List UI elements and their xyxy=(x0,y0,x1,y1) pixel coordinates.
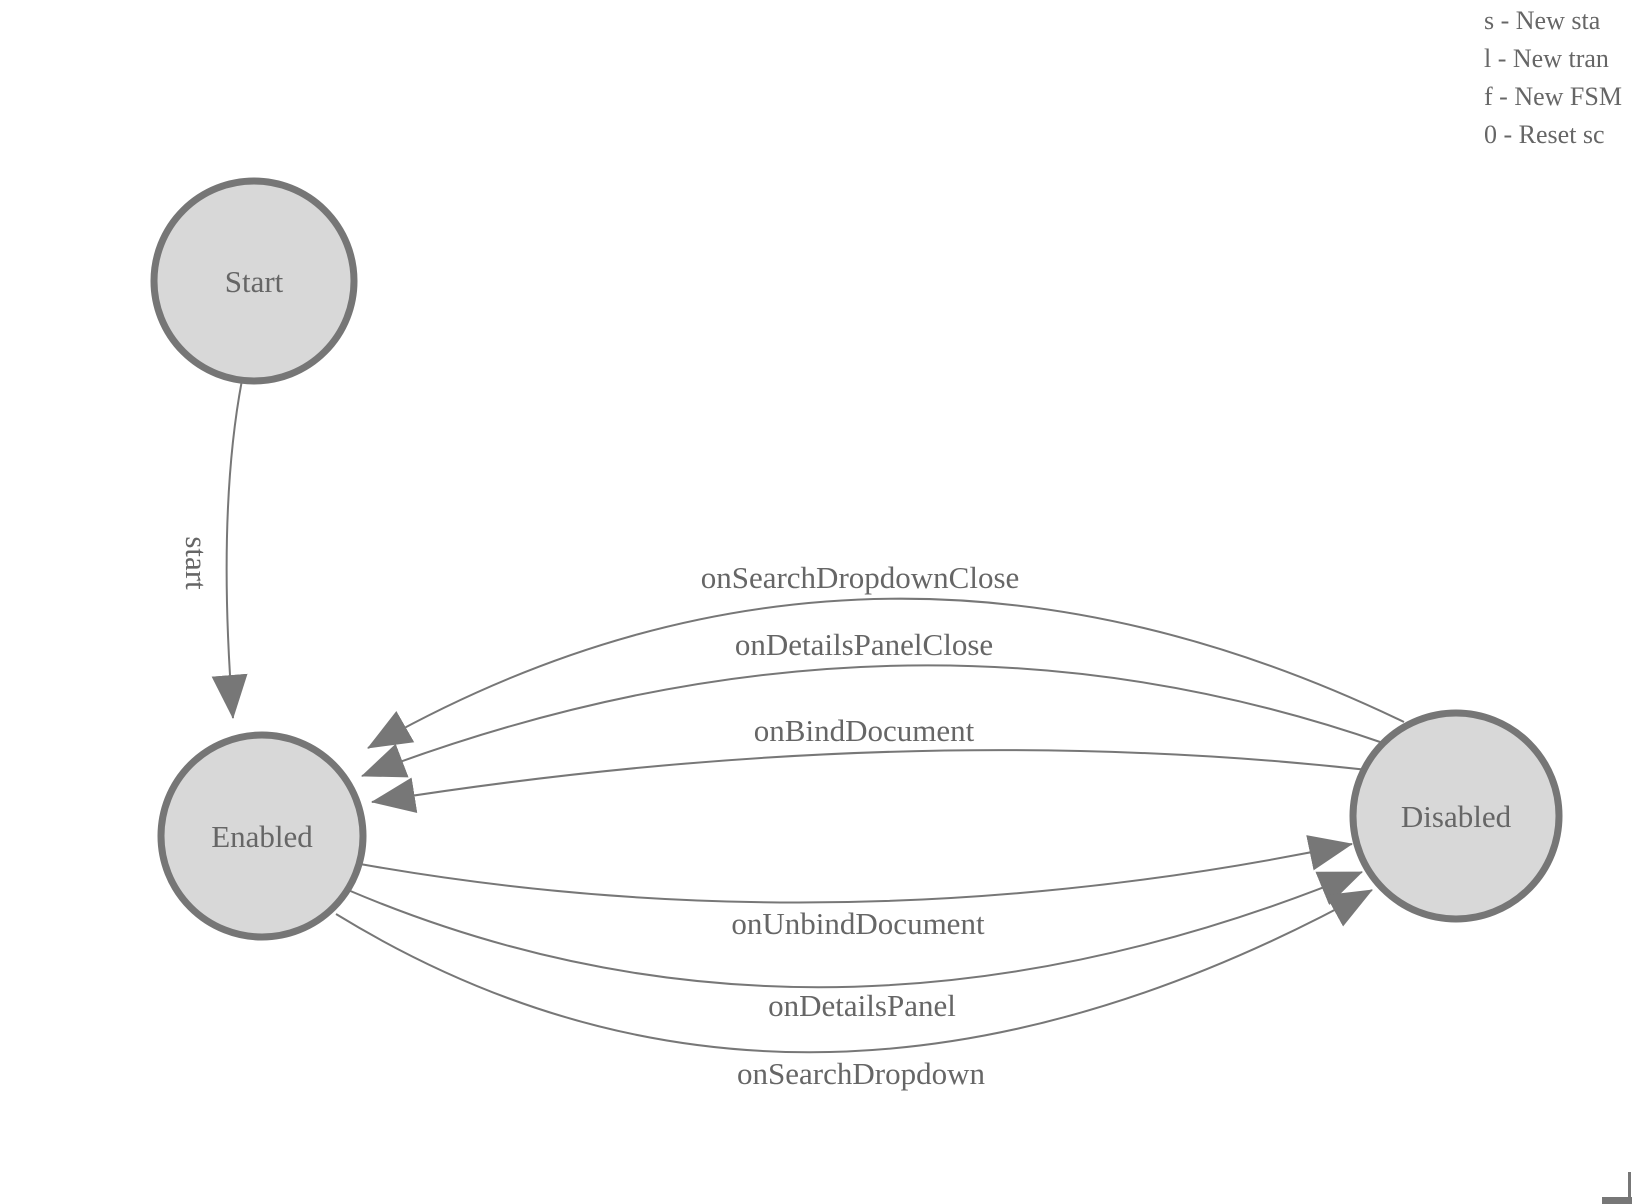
edge-onBindDocument[interactable]: onBindDocument xyxy=(371,712,1369,813)
edge-onSearchDropdown[interactable]: onSearchDropdown xyxy=(335,889,1373,1093)
canvas-corner-vertical xyxy=(1628,1172,1631,1204)
edge-onDetailsPanelClose-path xyxy=(361,664,1387,778)
state-node-start[interactable]: Start xyxy=(150,177,358,385)
canvas-corner-horizontal xyxy=(1602,1197,1632,1204)
edge-start[interactable]: start xyxy=(178,379,248,719)
edge-onSearchDropdown-label: onSearchDropdown xyxy=(737,1056,985,1091)
state-label-disabled: Disabled xyxy=(1401,799,1512,834)
edge-onBindDocument-path xyxy=(371,749,1369,813)
state-circle-enabled xyxy=(157,731,367,941)
edge-onSearchDropdownClose-path xyxy=(367,597,1405,749)
shortcuts-legend: s - New sta l - New tran f - New FSM 0 -… xyxy=(1484,2,1622,154)
edge-onDetailsPanel-label: onDetailsPanel xyxy=(768,988,956,1023)
edge-onUnbindDocument-path xyxy=(359,835,1353,904)
edge-onSearchDropdownClose[interactable]: onSearchDropdownClose xyxy=(367,559,1405,749)
edge-onSearchDropdownClose-label: onSearchDropdownClose xyxy=(701,560,1020,595)
edge-onDetailsPanel[interactable]: onDetailsPanel xyxy=(347,871,1363,1025)
edge-onDetailsPanel-path xyxy=(347,871,1363,989)
legend-line-new-transition: l - New tran xyxy=(1484,44,1609,73)
edge-start-path xyxy=(211,379,248,719)
state-node-disabled[interactable]: Disabled xyxy=(1349,709,1563,923)
state-label-start: Start xyxy=(225,264,284,299)
legend-line-reset: 0 - Reset sc xyxy=(1484,120,1605,149)
edge-onDetailsPanelClose-label: onDetailsPanelClose xyxy=(735,627,993,662)
edge-onBindDocument-label: onBindDocument xyxy=(754,713,975,748)
state-circle-start xyxy=(150,177,358,385)
edge-start-label: start xyxy=(179,536,214,590)
state-circle-disabled xyxy=(1349,709,1563,923)
edge-onUnbindDocument[interactable]: onUnbindDocument xyxy=(359,835,1353,943)
legend-line-new-state: s - New sta xyxy=(1484,6,1601,35)
edge-onDetailsPanelClose[interactable]: onDetailsPanelClose xyxy=(361,626,1387,778)
state-node-enabled[interactable]: Enabled xyxy=(157,731,367,941)
legend-line-new-fsm: f - New FSM xyxy=(1484,82,1622,111)
state-label-enabled: Enabled xyxy=(211,819,313,854)
edge-onUnbindDocument-label: onUnbindDocument xyxy=(731,906,985,941)
canvas-corner-handle xyxy=(1602,1172,1632,1204)
edge-onSearchDropdown-path xyxy=(335,889,1373,1054)
